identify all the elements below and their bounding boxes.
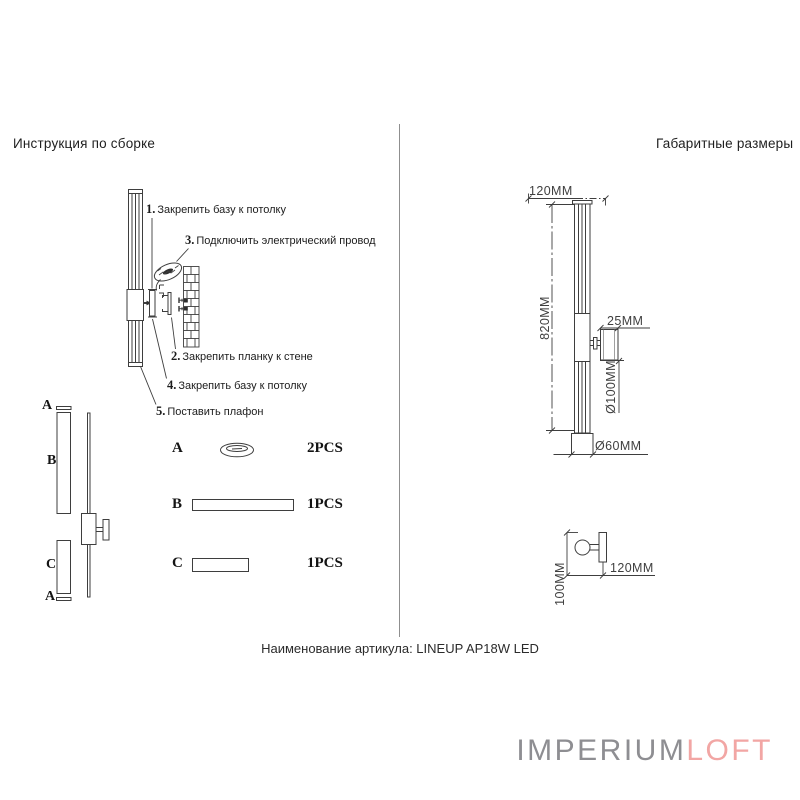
leader-lines [140,218,189,405]
assembly-step-3: 3.Подключить электрический провод [185,233,376,248]
brand-logo: IMPERIUMLOFT [516,734,773,768]
exploded-label-c: C [46,557,57,572]
brick-wall-drawing [183,266,200,348]
part-c-qty: 1PCS [307,555,343,571]
assembly-section-title: Инструкция по сборке [13,136,156,151]
part-a-qty: 2PCS [307,440,343,456]
step-4-number: 4. [167,378,177,392]
step-3-number: 3. [185,233,195,247]
step-2-text: Закрепить планку к стене [182,351,313,363]
step-1-text: Закрепить базу к потолку [157,204,286,216]
dimension-side-view [563,529,655,579]
dim-top-width: 120MM [529,184,573,198]
dim-height: 820MM [538,296,552,340]
step-5-text: Поставить плафон [167,406,264,418]
assembly-step-5: 5.Поставить плафон [156,404,263,419]
parts-list-shapes [192,442,294,572]
exploded-view-drawing [56,406,110,601]
dim-depth: Ø100MM [604,360,618,414]
wire-detail-magnifier [153,262,183,297]
dim-side-height: 100MM [553,562,567,606]
step-1-number: 1. [146,202,156,216]
assembly-step-2: 2.Закрепить планку к стене [171,349,313,364]
column-divider-line [399,124,400,637]
logo-imperium-text: IMPERIUM [516,734,687,767]
exploded-label-a-top: A [42,398,53,413]
assembly-step-4: 4.Закрепить базу к потолку [167,378,307,393]
exploded-label-b: B [47,453,57,468]
part-a-label: A [172,440,183,456]
dimension-front-view [525,193,650,458]
logo-loft-text: LOFT [686,734,773,767]
step-2-number: 2. [171,349,181,363]
part-b-label: B [172,496,183,512]
dim-base-diameter: Ø60MM [595,439,642,453]
assembly-lamp-drawing [126,189,157,367]
part-b-qty: 1PCS [307,496,343,512]
article-name-line: Наименование артикула: LINEUP AP18W LED [261,641,539,656]
dimensions-section-title: Габаритные размеры [656,136,794,151]
part-c-label: C [172,555,183,571]
step-3-text: Подключить электрический провод [196,235,376,247]
dim-bracket-width: 25MM [607,314,644,328]
wall-plate-drawing [159,284,187,315]
assembly-step-1: 1.Закрепить базу к потолку [146,202,286,217]
exploded-label-a-bottom: A [45,589,56,604]
step-4-text: Закрепить базу к потолку [178,380,307,392]
step-5-number: 5. [156,404,166,418]
dim-side-depth: 120MM [610,561,654,575]
